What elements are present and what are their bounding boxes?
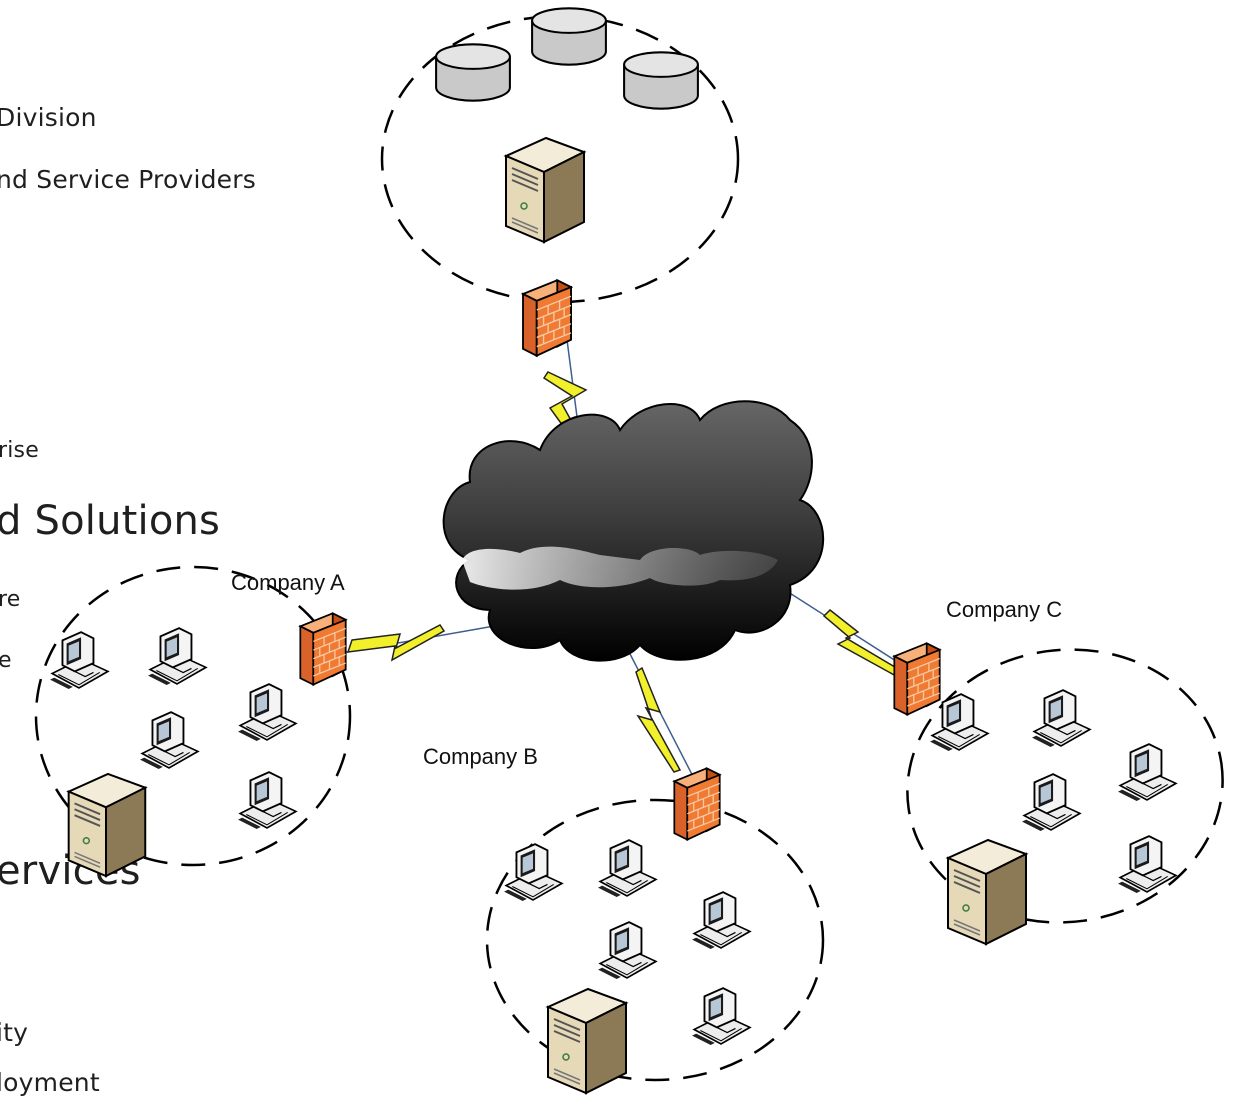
datacenter-group [380, 14, 740, 304]
firewall-company-a-icon [299, 612, 347, 686]
lightning-b [635, 666, 682, 773]
firewall-company-c-icon [893, 642, 941, 716]
workstation-icon [1117, 835, 1177, 894]
storage-disk-icon [531, 7, 607, 66]
workstation-icon [147, 627, 207, 686]
company-c-server-icon [947, 839, 1027, 945]
storage-disk-icon [435, 43, 511, 102]
bg-text-ity: ity [0, 1018, 29, 1047]
workstation-icon [49, 631, 109, 690]
company-c [929, 689, 1177, 945]
company-b-server-icon [546, 987, 628, 1095]
company-a-group [34, 565, 352, 867]
company-a [49, 627, 297, 878]
bg-text-division: Division [0, 103, 97, 132]
company-b-label: Company B [423, 744, 538, 769]
bg-text-loyment: loyment [0, 1068, 100, 1097]
company-b [503, 839, 751, 1095]
workstation-icon [139, 711, 199, 770]
company-a-label: Company A [231, 570, 345, 595]
workstation-icon [237, 683, 297, 742]
lightning-links [346, 371, 902, 773]
workstation-icon [597, 921, 657, 980]
workstation-icon [1117, 743, 1177, 802]
company-c-label: Company C [946, 597, 1062, 622]
storage-disk-icon [623, 51, 699, 110]
lightning-c [822, 608, 902, 677]
company-b-group [485, 798, 825, 1082]
bg-text-solutions: d Solutions [0, 498, 221, 544]
company-a-server-icon [67, 772, 147, 878]
workstation-icon [929, 693, 989, 752]
firewall-datacenter-icon [522, 279, 572, 357]
workstation-icon [503, 843, 563, 902]
workstation-icon [237, 771, 297, 830]
lightning-a [346, 624, 446, 662]
bg-text-service-providers: nd Service Providers [0, 165, 256, 194]
workstation-icon [691, 987, 751, 1046]
group-ellipses [34, 14, 1224, 1082]
firewall-company-b-icon [673, 767, 721, 841]
bg-text-e: e [0, 648, 12, 673]
datacenter [435, 7, 699, 244]
workstation-icon [1031, 689, 1091, 748]
workstation-icon [1021, 773, 1081, 832]
bg-text-re: re [0, 587, 21, 612]
company-c-group [906, 648, 1224, 924]
workstation-icon [691, 891, 751, 950]
internet-cloud [442, 400, 825, 662]
workstation-icon [597, 839, 657, 898]
datacenter-server-icon [504, 136, 586, 244]
bg-text-rise: rise [0, 438, 39, 463]
